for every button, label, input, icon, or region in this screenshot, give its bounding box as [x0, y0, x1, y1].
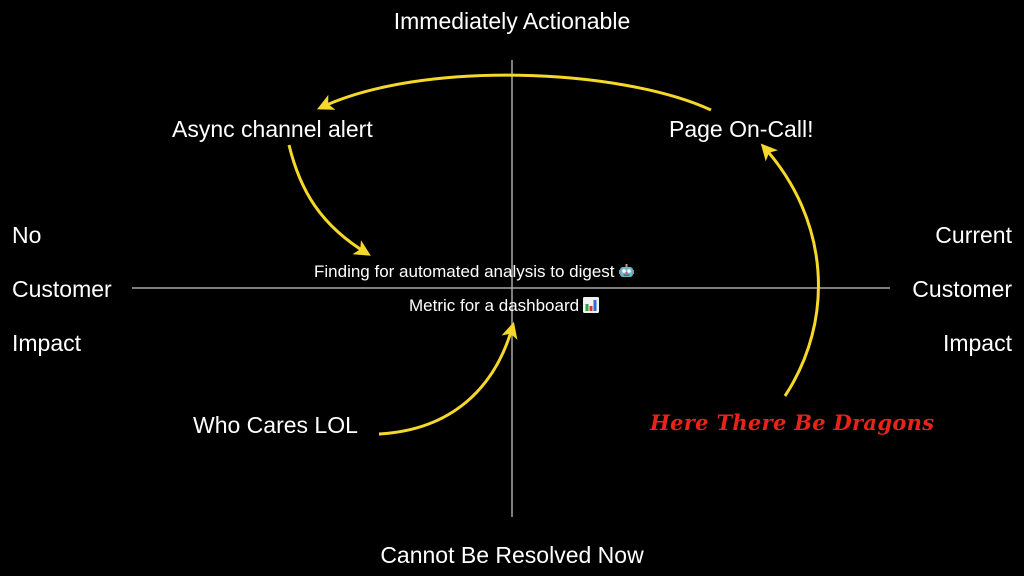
- axis-label-right-line2: Customer: [912, 276, 1012, 302]
- arrow-whocares-to-metric: [378, 321, 518, 436]
- axis-label-right-line1: Current: [935, 222, 1012, 248]
- center-note-finding: Finding for automated analysis to digest: [314, 263, 634, 280]
- axis-label-right-line3: Impact: [942, 330, 1012, 356]
- axis-label-bottom: Cannot Be Resolved Now: [380, 542, 644, 568]
- quadrant-label-dragons: Here There Be Dragons: [650, 410, 935, 435]
- arrow-async-to-finding: [287, 144, 371, 256]
- metric-text: Metric for a dashboard: [409, 296, 580, 315]
- robot-icon: [618, 263, 634, 278]
- finding-text: Finding for automated analysis to digest: [314, 262, 615, 281]
- axis-label-top: Immediately Actionable: [393, 8, 631, 34]
- axis-label-left-line2: Customer: [12, 276, 112, 302]
- axis-label-left-line1: No: [12, 222, 42, 248]
- quadrant-label-who-cares: Who Cares LOL: [193, 412, 358, 438]
- quadrant-label-page-oncall: Page On-Call!: [669, 116, 814, 142]
- axis-label-left-line3: Impact: [12, 330, 82, 356]
- bar-chart-icon: [583, 297, 600, 313]
- quadrant-label-async-alert: Async channel alert: [172, 116, 373, 142]
- arrow-oncall-to-async: [317, 73, 712, 112]
- center-note-metric: Metric for a dashboard: [409, 296, 600, 315]
- arrow-dragons-to-oncall: [760, 143, 820, 397]
